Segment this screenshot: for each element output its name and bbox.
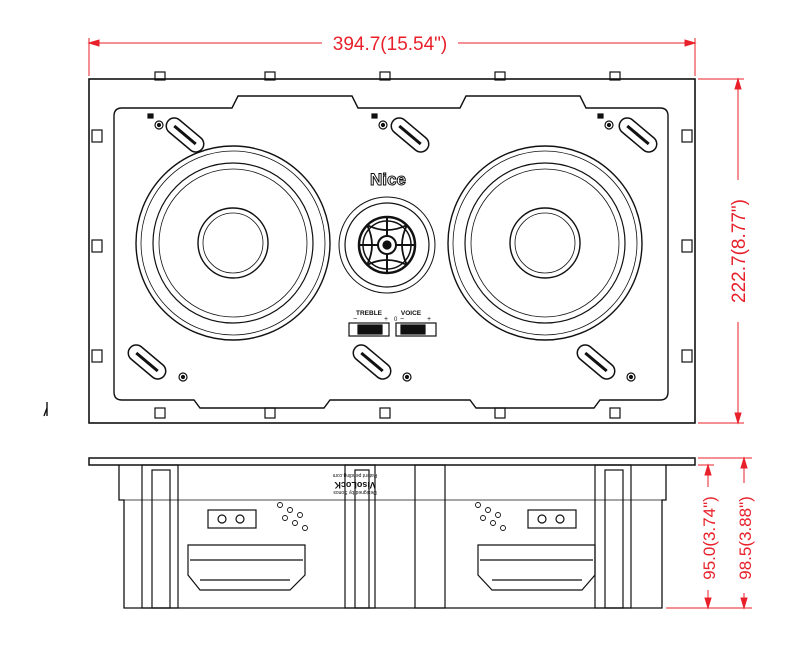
clamp-dog <box>576 344 616 380</box>
outer-frame <box>88 78 696 424</box>
clamp-dog <box>618 117 658 153</box>
side-housing <box>118 465 667 609</box>
voice-slider <box>400 324 426 335</box>
label-patent: Patent pending.com <box>333 472 377 478</box>
right-woofer <box>447 145 643 341</box>
brand-logo: Nice <box>370 170 406 189</box>
side-woofers <box>187 544 596 591</box>
label-brand: VisoLocK <box>334 480 376 490</box>
vent-holes <box>277 502 506 531</box>
side-flange <box>88 457 696 466</box>
depth-short-dimension-label: 95.0(3.74") <box>700 496 719 580</box>
left-woofer <box>135 145 331 341</box>
width-dimension-label: 394.7(15.54") <box>333 34 448 55</box>
tweeter <box>338 196 436 294</box>
clamp-dog <box>165 117 205 153</box>
label-designer: Designed by Sonos <box>333 489 377 495</box>
viso-lock-label: VisoLocK Patent pending.com Designed by … <box>333 472 377 495</box>
side-brackets <box>141 464 632 609</box>
stray-mark <box>43 402 48 417</box>
depth-long-dimension-label: 98.5(3.88") <box>736 496 755 580</box>
treble-plus: + <box>384 316 388 323</box>
treble-slider <box>357 324 383 335</box>
voice-minus: − <box>400 316 404 323</box>
zero-mark: 0 <box>394 317 398 323</box>
treble-switch <box>348 322 390 337</box>
clamp-dog <box>390 117 430 153</box>
inner-baffle <box>113 95 669 409</box>
voice-plus: + <box>427 316 431 323</box>
clamp-dog <box>352 344 392 380</box>
terminal-blocks <box>207 509 577 529</box>
treble-label: TREBLE <box>356 310 383 317</box>
clamp-dog <box>127 344 167 380</box>
treble-minus: − <box>353 316 357 323</box>
side-view: VisoLocK Patent pending.com Designed by … <box>88 457 696 609</box>
voice-label: VOICE <box>401 310 422 317</box>
frame-tabs <box>91 71 693 419</box>
screw-holes <box>147 113 636 382</box>
voice-switch <box>395 322 437 337</box>
controls: TREBLE VOICE − + 0 − + <box>348 310 437 337</box>
height-dimension-label: 222.7(8.77") <box>729 199 750 303</box>
front-view: Nice TREBLE VOICE − + 0 − + <box>88 71 696 424</box>
dimension-lines <box>87 38 752 610</box>
clamp-dogs <box>127 117 658 380</box>
